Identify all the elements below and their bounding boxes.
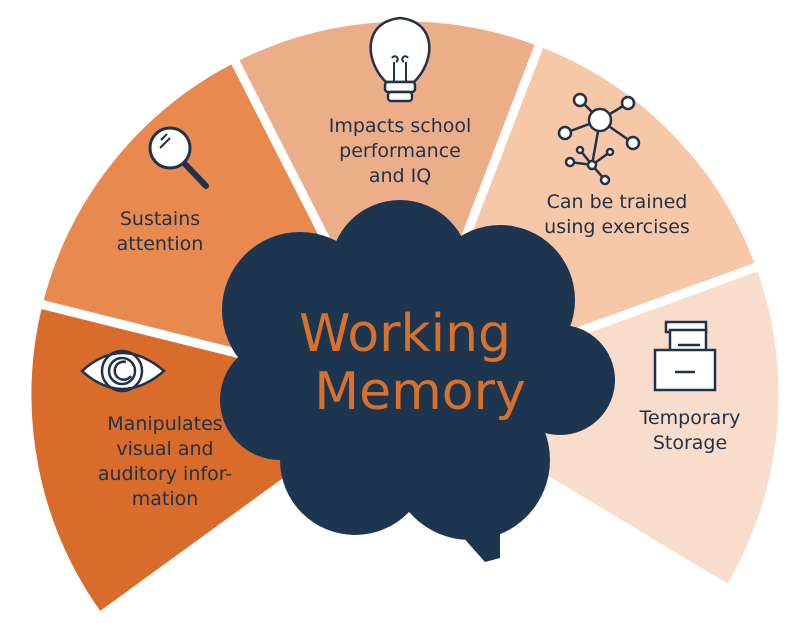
label-line: Impacts school xyxy=(328,115,472,137)
label-line: attention xyxy=(116,233,204,255)
label-line: and IQ xyxy=(368,165,432,187)
segment-label-trained: Can be trained using exercises xyxy=(544,190,690,240)
magnifier-icon xyxy=(148,126,209,189)
network-icon xyxy=(557,92,641,186)
segment-label-storage: Temporary Storage xyxy=(640,406,741,456)
label-line: Can be trained xyxy=(546,191,688,213)
file-box-icon xyxy=(653,320,717,392)
label-line: auditory infor- xyxy=(97,463,233,485)
brain-shape xyxy=(220,200,615,562)
label-line: using exercises xyxy=(544,216,690,238)
eye-icon xyxy=(80,349,166,393)
center-title-line1: Working xyxy=(298,304,512,364)
segment-label-impacts: Impacts school performance and IQ xyxy=(329,114,472,189)
label-line: performance xyxy=(339,140,461,162)
label-line: Storage xyxy=(652,432,728,454)
label-line: mation xyxy=(131,488,199,510)
lightbulb-icon xyxy=(369,16,431,103)
label-line: Manipulates xyxy=(107,413,223,435)
label-line: Sustains xyxy=(119,208,201,230)
label-line: visual and xyxy=(116,438,214,460)
segment-label-sustains: Sustains attention xyxy=(117,207,204,257)
center-title-line2: Memory xyxy=(314,362,526,422)
label-line: Temporary xyxy=(639,407,741,429)
segment-label-manipulates: Manipulates visual and auditory infor- m… xyxy=(98,412,232,512)
